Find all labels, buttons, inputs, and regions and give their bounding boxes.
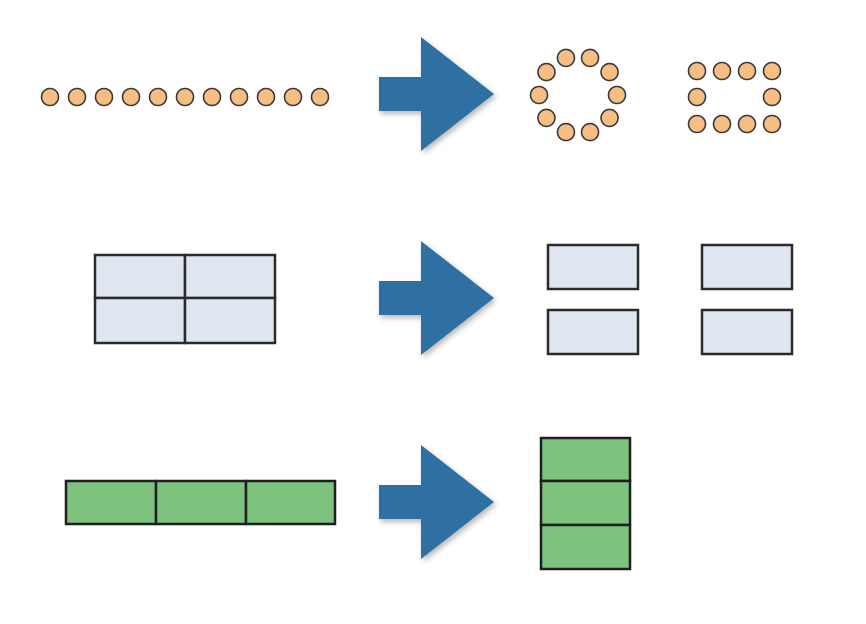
table — [700, 243, 794, 291]
table — [93, 296, 187, 345]
green-table — [539, 436, 632, 483]
seat-circle-icon — [607, 85, 627, 105]
seat-circle-icon — [283, 87, 303, 107]
table — [546, 243, 640, 291]
three-tables-joined-horizontal — [64, 479, 337, 526]
right-arrow-icon — [379, 37, 494, 151]
seat-circle-icon — [687, 87, 707, 107]
seat-circle-icon — [762, 61, 782, 81]
tables-3-row — [64, 436, 632, 571]
seat-circle-icon — [229, 87, 249, 107]
green-table — [244, 479, 337, 526]
seat-circle-icon — [737, 114, 757, 134]
table — [700, 308, 794, 356]
seat-circle-icon — [310, 87, 330, 107]
line-of-11-seats — [40, 87, 330, 107]
seat-circle-icon — [600, 108, 619, 128]
table — [93, 253, 187, 300]
seat-circle-icon — [121, 87, 141, 107]
seat-circle-icon — [712, 114, 732, 134]
green-table — [539, 523, 632, 571]
seat-circle-icon — [537, 108, 556, 128]
seats-row — [40, 37, 782, 151]
table — [183, 296, 277, 345]
green-table — [64, 479, 158, 526]
seat-circle-icon — [712, 61, 732, 81]
seat-circle-icon — [762, 87, 782, 107]
seat-circle-icon — [202, 87, 222, 107]
green-table — [154, 479, 248, 526]
two-tables-separated-left — [546, 243, 640, 356]
two-tables-separated-right — [700, 243, 794, 356]
seat-circle-icon — [94, 87, 114, 107]
seat-circle-icon — [737, 61, 757, 81]
three-tables-stacked-vertical — [539, 436, 632, 571]
seat-circle-icon — [529, 85, 549, 105]
tables-2x2-row — [93, 241, 794, 356]
table — [546, 308, 640, 356]
seat-circle-icon — [580, 48, 600, 68]
seat-circle-icon — [580, 122, 600, 142]
right-arrow-icon — [379, 445, 494, 559]
seat-circle-icon — [762, 114, 782, 134]
seat-circle-icon — [556, 122, 576, 142]
seat-circle-icon — [256, 87, 276, 107]
rectangle-of-10-seats — [687, 61, 782, 134]
table — [183, 253, 277, 300]
seat-circle-icon — [687, 61, 707, 81]
seat-circle-icon — [175, 87, 195, 107]
seat-circle-icon — [556, 48, 576, 68]
right-arrow-icon — [379, 241, 494, 355]
seat-circle-icon — [40, 87, 60, 107]
seat-circle-icon — [687, 114, 707, 134]
seat-circle-icon — [600, 62, 619, 82]
seat-circle-icon — [537, 62, 556, 82]
four-tables-joined-2x2 — [93, 253, 277, 345]
circle-of-10-seats — [529, 48, 627, 142]
green-table — [539, 479, 632, 527]
seat-circle-icon — [148, 87, 168, 107]
seat-circle-icon — [67, 87, 87, 107]
